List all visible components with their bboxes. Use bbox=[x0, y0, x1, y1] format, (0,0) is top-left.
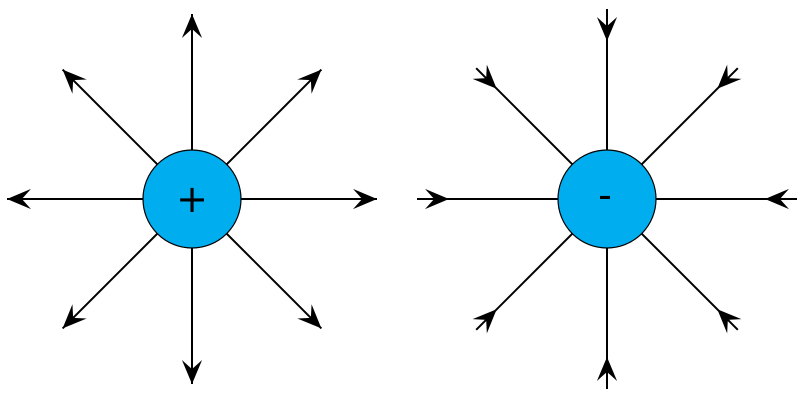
field-line-up-right bbox=[223, 68, 323, 168]
arrowhead-right bbox=[353, 188, 377, 210]
arrowhead-down-right bbox=[717, 309, 742, 334]
arrowhead-down-right bbox=[297, 304, 322, 329]
arrowhead-down-left bbox=[472, 309, 497, 334]
arrowhead-up-left bbox=[472, 64, 497, 89]
arrowhead-left bbox=[7, 188, 31, 210]
arrowhead-up-right bbox=[717, 64, 742, 89]
arrowhead-down bbox=[596, 357, 618, 381]
arrowhead-up bbox=[596, 17, 618, 41]
arrowhead-right bbox=[765, 188, 789, 210]
field-line-down-right bbox=[223, 230, 323, 330]
arrowhead-up-right bbox=[297, 69, 322, 94]
negative-field-lines bbox=[417, 9, 797, 389]
negative-charge-field: - bbox=[417, 9, 797, 389]
positive-charge bbox=[142, 149, 242, 249]
field-line-down-left bbox=[61, 230, 161, 330]
negative-charge bbox=[557, 149, 657, 249]
arrowhead-left bbox=[425, 188, 449, 210]
arrowhead-down-left bbox=[62, 304, 87, 329]
arrowhead-up bbox=[181, 14, 203, 38]
positive-field-lines bbox=[7, 14, 377, 384]
positive-charge-sign: + bbox=[176, 177, 208, 221]
negative-charge-sign: - bbox=[598, 173, 612, 217]
arrowhead-down bbox=[181, 360, 203, 384]
arrowhead-up-left bbox=[62, 69, 87, 94]
field-line-up-left bbox=[61, 68, 161, 168]
positive-charge-field: + bbox=[7, 14, 377, 384]
